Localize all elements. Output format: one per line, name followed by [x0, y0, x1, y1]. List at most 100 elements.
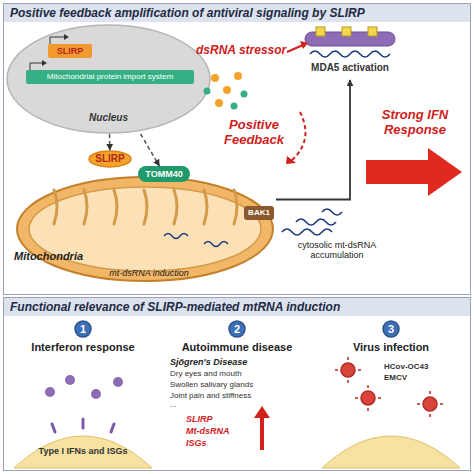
- dsrna-strand: [282, 229, 332, 235]
- ifn-molecule: [45, 387, 55, 397]
- panel-title: Interferon response: [8, 341, 158, 354]
- symptom-item: Joint pain and stiffness: [170, 391, 310, 400]
- cell-note: Type I IFNs and ISGs: [14, 446, 152, 456]
- slirp-dot: [234, 72, 242, 80]
- marker-term: Mt-dsRNA: [186, 426, 252, 436]
- protein-box: BAK1: [244, 206, 274, 220]
- ifn-response-arrow: [366, 148, 462, 196]
- ellipse-outline: [383, 321, 399, 337]
- symptom-item: Dry eyes and mouth: [170, 369, 310, 378]
- dsrna-strands: [282, 209, 342, 235]
- compartment-label: Nucleus: [76, 112, 141, 124]
- crista: [204, 190, 207, 224]
- ellipsis-note: ...: [170, 400, 310, 409]
- virus-spike: [335, 357, 361, 383]
- virus-name: HCov-OC43: [384, 362, 464, 371]
- number-circle: 1: [74, 320, 92, 338]
- ifn-molecule: [91, 389, 101, 399]
- sensor-label: MDA5 activation: [300, 62, 400, 74]
- receptors: [52, 419, 114, 432]
- outer-membrane: [17, 177, 273, 281]
- nucleus-compartment: Nucleus SLIRP Mitochondrial protein import…: [6, 24, 211, 134]
- crista: [174, 190, 177, 224]
- feedback-label: Positive Feedback: [212, 118, 296, 148]
- virus-spike: [417, 391, 443, 417]
- protein-label: TOMM40: [138, 166, 190, 182]
- panel-title: Virus infection: [316, 341, 466, 354]
- section-title: Positive feedback amplification of antiv…: [4, 4, 470, 22]
- import-protein-dots: [204, 88, 248, 110]
- protein-label: BAK1: [244, 206, 274, 220]
- receptor: [82, 419, 85, 428]
- dsrna-strand: [322, 209, 342, 215]
- card-domain: [342, 27, 351, 36]
- slirp-dot: [215, 99, 223, 107]
- mt-dsrna: [164, 234, 188, 239]
- relevance-panel: Virus infection 3: [316, 320, 466, 466]
- stressor-arrow: [287, 45, 303, 52]
- cell-dome: [14, 436, 152, 468]
- crista: [114, 190, 117, 224]
- feedback-head: [286, 156, 296, 164]
- feedback-arc: [292, 112, 305, 160]
- panel-title: Autoimmune disease: [162, 341, 312, 354]
- ifn-molecule: [65, 375, 75, 385]
- slirp-protein-dots: [211, 72, 242, 107]
- card-domain: [316, 27, 325, 36]
- response-label: Strong IFN Response: [366, 108, 464, 138]
- protein-oval: SLIRP: [88, 150, 132, 168]
- callout-number: 1: [74, 320, 92, 338]
- import-dot: [241, 91, 248, 98]
- slirp-dot: [211, 74, 219, 82]
- receptor: [111, 424, 114, 432]
- ifn-molecule: [113, 377, 123, 387]
- virus-particle: [361, 391, 375, 405]
- virus-spike: [355, 385, 381, 411]
- gene-label: Mitochondrial protein import system: [26, 70, 194, 84]
- ellipse-outline: [229, 321, 245, 337]
- number-circle: 3: [382, 320, 400, 338]
- mda5-sensor: MDA5 activation: [300, 24, 400, 80]
- mt-dsrna: [204, 242, 228, 247]
- virus-particle: [341, 363, 355, 377]
- connector-arrow: [109, 134, 111, 150]
- disease-name: Sjögren's Disease: [170, 357, 310, 367]
- process-label: mt-dsRNA induction: [94, 268, 204, 278]
- relevance-panel: Interferon response 1: [8, 320, 158, 466]
- ellipse-outline: [75, 321, 91, 337]
- interferon-molecules: [45, 375, 123, 399]
- gene-label: SLIRP: [48, 44, 92, 58]
- virus-particle: [423, 397, 437, 411]
- callout-number: 3: [382, 320, 400, 338]
- number-circle: 2: [228, 320, 246, 338]
- connector-arrow: [276, 80, 350, 200]
- organelle-label: Mitochondria: [14, 250, 99, 263]
- accumulation-note: cytosolic mt-dsRNA accumulation: [282, 240, 392, 261]
- connector-arrow: [141, 134, 160, 166]
- import-dot: [231, 103, 238, 110]
- stressor-label: dsRNA stressor: [196, 44, 296, 58]
- symptom-item: Swollen salivary glands: [170, 380, 310, 389]
- mitochondrion: Mitochondria mt-dsRNA induction: [14, 170, 276, 288]
- protein-label: SLIRP: [88, 150, 132, 168]
- crista: [234, 190, 237, 224]
- cell-dome: [322, 436, 460, 468]
- increase-head: [254, 406, 270, 418]
- crista: [84, 190, 87, 224]
- gene-box: Mitochondrial protein import system: [26, 70, 194, 84]
- gene-box: SLIRP: [48, 44, 92, 58]
- card-domain: [368, 27, 377, 36]
- marker-term: ISGs: [186, 438, 252, 448]
- crista: [144, 190, 147, 224]
- callout-number: 2: [228, 320, 246, 338]
- protein-pill: TOMM40: [138, 166, 190, 182]
- dsrna-strand: [310, 51, 390, 57]
- slirp-dot: [223, 86, 231, 94]
- marker-term: SLIRP: [186, 414, 252, 424]
- ellipse-outline: [7, 25, 210, 133]
- dsrna-strand: [296, 219, 336, 225]
- virus-name: EMCV: [384, 373, 464, 382]
- ellipse-outline: [89, 151, 131, 167]
- increase-arrow: [260, 416, 264, 450]
